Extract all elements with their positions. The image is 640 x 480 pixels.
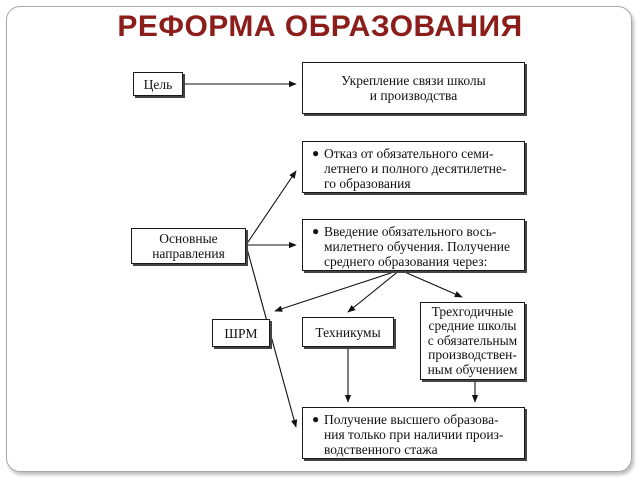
edge-item2-to-schools — [399, 269, 463, 298]
node-goal-label-text: Цель — [143, 76, 173, 92]
node-higher-text: Получение высшего образова- ния только п… — [324, 412, 504, 457]
node-goal-label: Цель — [133, 72, 183, 96]
edge-directions-to-higher — [245, 244, 298, 428]
node-higher: ● Получение высшего образова- ния только… — [302, 407, 525, 459]
edge-directions-to-item1 — [245, 170, 297, 246]
node-schools: Трехгодичные средние школы с обязательны… — [420, 302, 525, 380]
bullet-icon: ● — [312, 146, 320, 160]
edge-item2-to-shrm — [274, 269, 401, 312]
node-shrm-text: ШРМ — [224, 325, 258, 341]
slide-title: РЕФОРМА ОБРАЗОВАНИЯ — [117, 10, 523, 43]
node-item2-text: Введение обязательного вось- милетнего о… — [324, 224, 511, 269]
node-technikums: Техникумы — [302, 317, 394, 347]
node-goal-text: Укрепление связи школы и производства — [341, 73, 486, 103]
bullet-icon: ● — [312, 224, 320, 238]
node-shrm: ШРМ — [212, 319, 270, 347]
node-directions: Основные направления — [131, 228, 246, 264]
node-item2: ● Введение обязательного вось- милетнего… — [302, 219, 525, 271]
node-technikums-text: Техникумы — [315, 324, 381, 340]
node-schools-text: Трехгодичные средние школы с обязательны… — [427, 303, 518, 377]
node-goal: Укрепление связи школы и производства — [302, 62, 525, 114]
node-directions-text: Основные направления — [152, 231, 225, 261]
bullet-icon: ● — [312, 412, 320, 426]
edge-item2-to-technikums — [347, 269, 401, 313]
node-item1: ● Отказ от обязательного семи- летнего и… — [302, 141, 525, 193]
node-item1-text: Отказ от обязательного семи- летнего и п… — [324, 146, 507, 191]
